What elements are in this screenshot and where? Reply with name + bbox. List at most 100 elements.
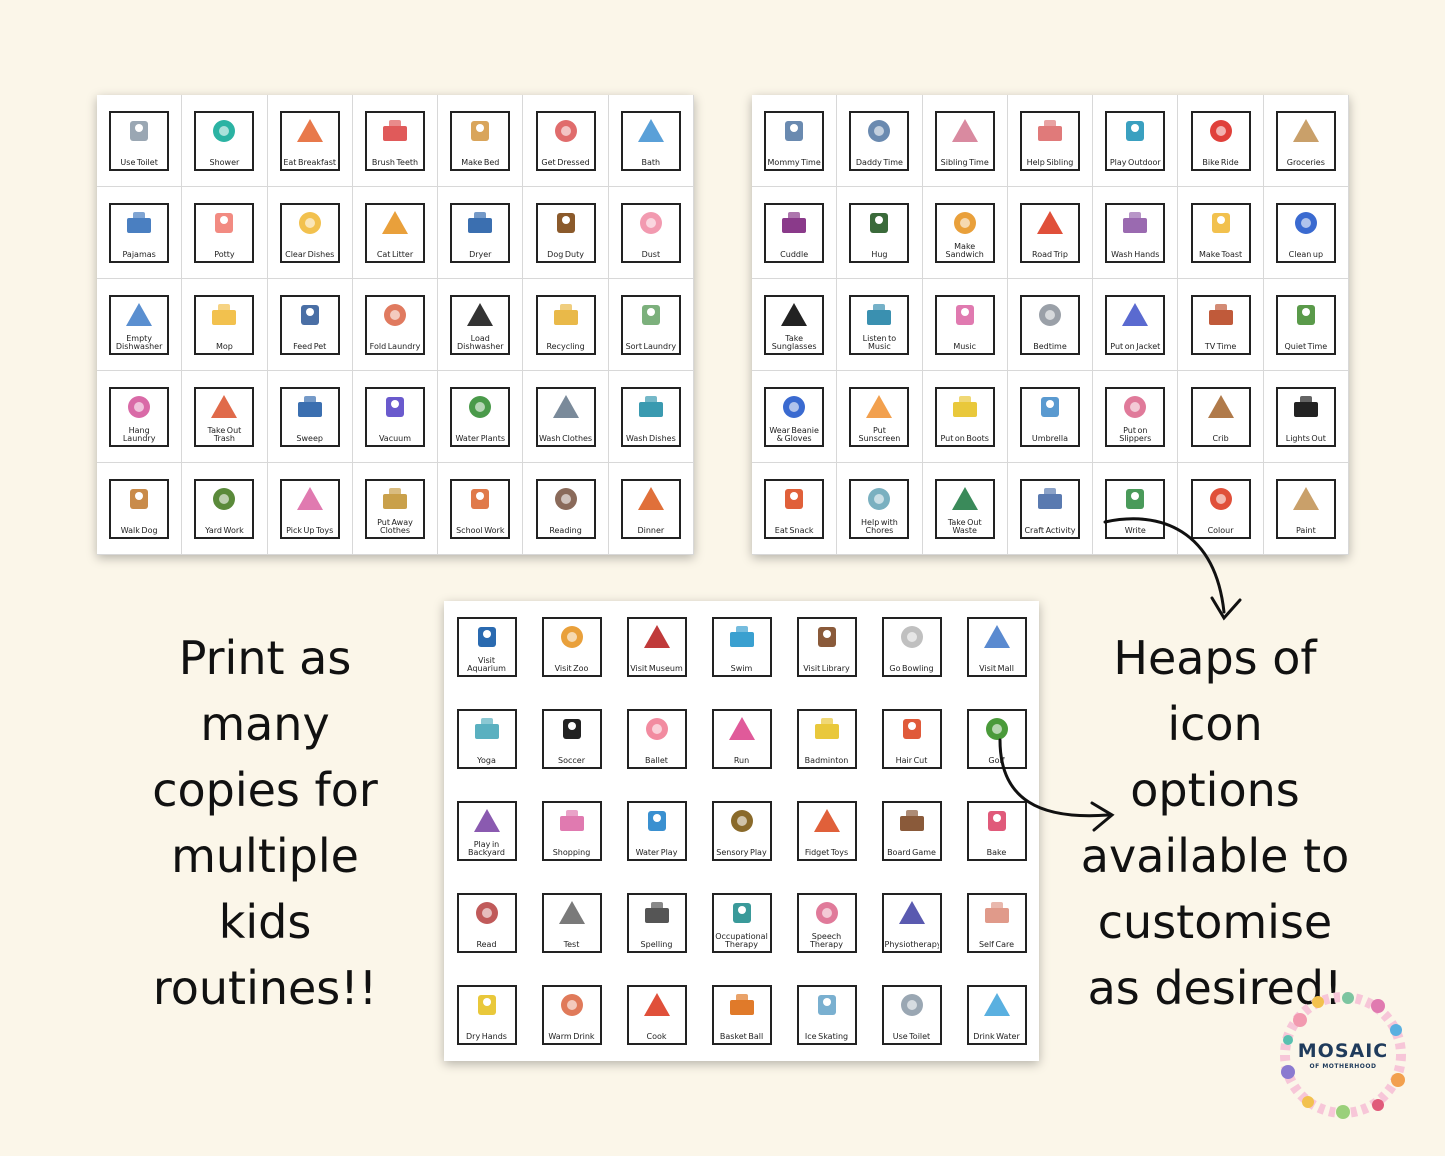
slide-icon xyxy=(1126,120,1145,141)
chart-cell: Make Sandwich xyxy=(922,187,1008,279)
routine-card: Brush Teeth xyxy=(364,110,425,171)
soccer-ball-icon xyxy=(562,719,581,739)
chart-cell: Golf xyxy=(954,693,1039,785)
headphones-icon xyxy=(867,303,892,325)
routine-card: Daddy Time xyxy=(849,110,910,171)
chart-cell: Colour xyxy=(1178,463,1264,555)
routine-card: Use Toilet xyxy=(881,985,942,1045)
breakfast-icon xyxy=(296,118,323,142)
chart-cell: Recycling xyxy=(523,279,609,371)
card-label: Ice Skating xyxy=(804,1033,849,1041)
chart-cell: Music xyxy=(922,279,1008,371)
routine-card: TV Time xyxy=(1190,294,1251,355)
caption-line: as desired! xyxy=(1087,961,1343,1015)
caption-line: Heaps of xyxy=(1113,631,1317,685)
card-label: Dinner xyxy=(637,526,665,535)
card-label: Write xyxy=(1124,526,1146,535)
chart-cell: Dryer xyxy=(438,187,524,279)
car-icon xyxy=(1036,210,1063,234)
routine-card: Cook xyxy=(626,985,687,1045)
caption-line: options xyxy=(1130,763,1300,817)
chart-cell: Put on Slippers xyxy=(1093,371,1179,463)
card-label: Bath xyxy=(641,158,661,167)
self-care-icon xyxy=(984,902,1009,923)
trash-bag-icon xyxy=(211,394,238,418)
card-label: Warm Drink xyxy=(548,1033,595,1041)
badminton-icon xyxy=(814,718,839,739)
card-label: Put on Slippers xyxy=(1119,426,1152,443)
card-label: Mommy Time xyxy=(767,158,821,167)
routine-card: Hair Cut xyxy=(881,709,942,769)
chart-cell: Shower xyxy=(182,95,268,187)
dishes-icon xyxy=(638,395,663,417)
ballet-shoes-icon xyxy=(645,718,668,740)
sneaker-icon xyxy=(728,717,755,740)
card-label: Visit Library xyxy=(803,665,850,673)
palette-icon xyxy=(1292,486,1319,510)
card-label: Fidget Toys xyxy=(804,849,849,857)
card-label: Visit Aquarium xyxy=(467,657,506,673)
routine-card: Get Dressed xyxy=(535,110,596,171)
routine-card: Visit Mall xyxy=(966,617,1027,677)
toast-icon xyxy=(1211,212,1230,233)
sensory-icon xyxy=(730,810,753,832)
books-icon xyxy=(475,902,498,924)
card-label: Cat Litter xyxy=(376,250,414,259)
card-label: Umbrella xyxy=(1031,434,1069,443)
card-label: Physiotherapy xyxy=(884,941,939,949)
routine-card: Yoga xyxy=(456,709,517,769)
snack-icon xyxy=(785,488,804,509)
caption-line: customise xyxy=(1097,895,1333,949)
chart-cell: Clear Dishes xyxy=(267,187,353,279)
card-label: Make Toast xyxy=(1198,250,1243,259)
chart-cell: Groceries xyxy=(1263,95,1349,187)
chart-cell: Road Trip xyxy=(1007,187,1094,279)
routine-card: Visit Zoo xyxy=(541,617,602,677)
card-label: Shopping xyxy=(552,849,591,857)
card-label: Read xyxy=(476,941,497,949)
routine-card: Put on Jacket xyxy=(1105,294,1166,355)
card-label: Potty xyxy=(214,250,235,259)
towel-icon xyxy=(477,995,496,1015)
chart-cell: Put Sunscreen xyxy=(837,371,923,463)
chart-cell: Sweep xyxy=(267,371,353,463)
card-label: Take Sunglasses xyxy=(771,334,817,351)
card-label: Spelling xyxy=(640,941,673,949)
pencil-paper-icon xyxy=(1126,488,1145,509)
chart-cell: Craft Activity xyxy=(1007,463,1094,555)
routine-card: Music xyxy=(934,294,995,355)
routine-card: Golf xyxy=(966,709,1027,769)
test-paper-icon xyxy=(558,901,585,924)
routine-card: Sensory Play xyxy=(711,801,772,861)
routine-card: Ballet xyxy=(626,709,687,769)
dog-walk-icon xyxy=(130,488,149,509)
card-label: Go Bowling xyxy=(889,665,934,673)
card-label: Clean up xyxy=(1288,250,1324,259)
chart-cell: Sensory Play xyxy=(699,785,784,877)
trash-bag-icon xyxy=(951,486,978,510)
chart-cell: Take Out Waste xyxy=(922,463,1008,555)
chart-cell: Yard Work xyxy=(182,463,268,555)
beanie-icon xyxy=(783,395,806,418)
pajamas-icon xyxy=(127,211,152,233)
chart-cell: Yoga xyxy=(444,693,529,785)
laundry-basket-icon xyxy=(868,487,891,510)
card-label: Feed Pet xyxy=(293,342,327,351)
plate-icon xyxy=(298,211,321,234)
card-label: Reading xyxy=(549,526,582,535)
routine-card: Recycling xyxy=(535,294,596,355)
aquarium-icon xyxy=(477,627,496,647)
chart-cell: Umbrella xyxy=(1007,371,1094,463)
routine-card: Test xyxy=(541,893,602,953)
card-label: Hair Cut xyxy=(895,757,928,765)
washing-machine-icon xyxy=(552,394,579,418)
card-label: Daddy Time xyxy=(855,158,903,167)
toilet-icon xyxy=(900,994,923,1016)
sunscreen-icon xyxy=(866,394,893,418)
routine-card: Bath xyxy=(620,110,681,171)
card-label: Test xyxy=(563,941,580,949)
chart-cell: Ice Skating xyxy=(784,969,869,1061)
chart-cell: Wash Clothes xyxy=(523,371,609,463)
caption-line: icon xyxy=(1167,697,1263,751)
